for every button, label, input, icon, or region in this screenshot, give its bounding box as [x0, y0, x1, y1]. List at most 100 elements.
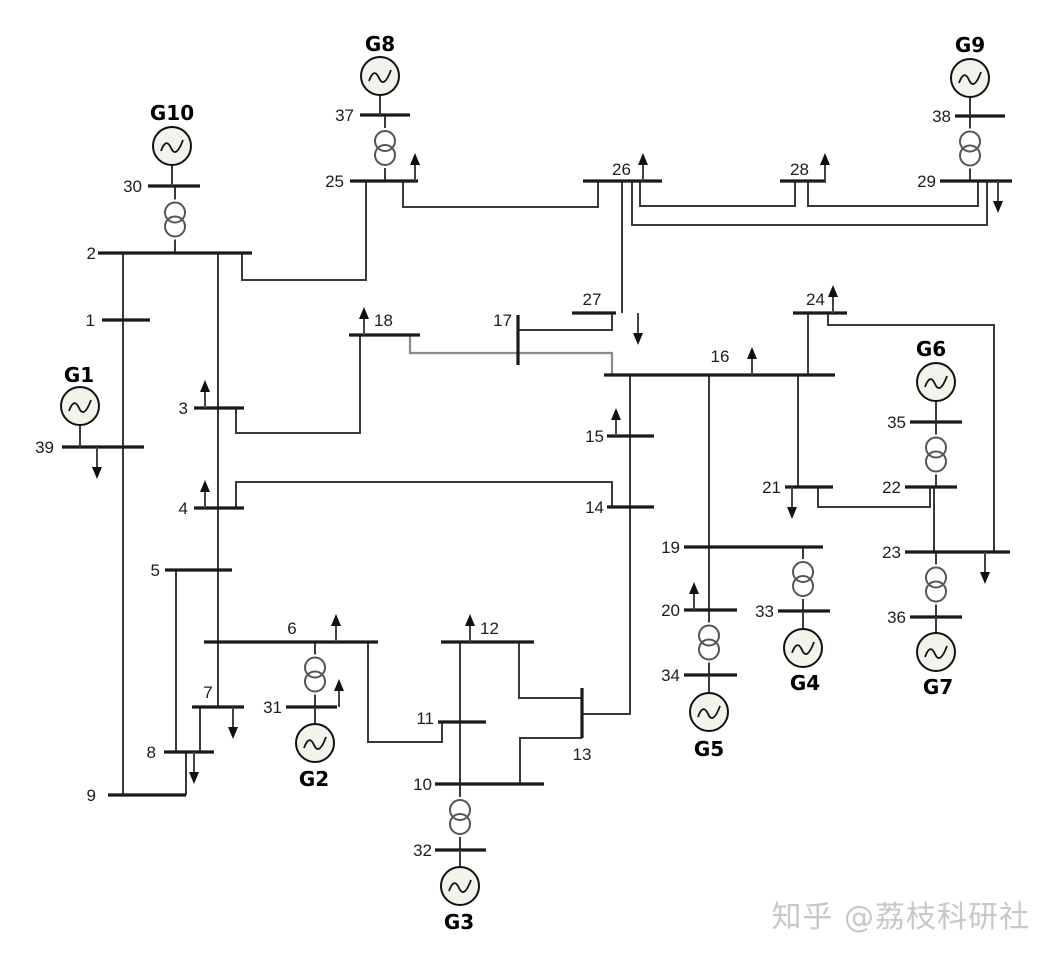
bus-label-10: 10 [413, 775, 432, 794]
transformer-winding-icon [925, 436, 947, 459]
bus-label-15: 15 [585, 427, 604, 446]
line-10-13 [519, 737, 582, 784]
sine-wave-icon [160, 139, 184, 153]
bus-label-6: 6 [287, 619, 296, 638]
bus-label-17: 17 [493, 311, 512, 330]
transformer-winding-icon [304, 670, 326, 693]
transformer-winding-icon [304, 656, 326, 679]
generator-label: G9 [955, 33, 985, 57]
transformer-winding-icon [449, 799, 471, 821]
transformer-winding-icon [792, 561, 814, 583]
bus-label-37: 37 [335, 106, 354, 125]
bus-label-36: 36 [887, 608, 906, 627]
line-4-14 [235, 481, 613, 508]
generator-icon [152, 126, 192, 166]
bus-label-18: 18 [374, 311, 393, 330]
load-arrow-icon [611, 408, 621, 436]
sine-wave-icon [368, 69, 392, 83]
bus-label-33: 33 [755, 602, 774, 621]
bus-label-16: 16 [711, 347, 730, 366]
line-28-29 [807, 181, 979, 207]
generator-label: G10 [150, 101, 194, 125]
load-arrow-icon [92, 447, 102, 479]
load-arrow-icon [228, 707, 238, 739]
line-26-28 [639, 181, 796, 207]
loads [92, 153, 1003, 784]
bus-label-38: 38 [932, 107, 951, 126]
line-2-25 [241, 181, 367, 281]
load-arrow-icon [787, 487, 797, 519]
bus-label-13: 13 [573, 745, 592, 764]
transformer-winding-icon [959, 130, 981, 153]
bus-label-28: 28 [790, 160, 809, 179]
bus-label-22: 22 [882, 478, 901, 497]
bus-label-39: 39 [35, 438, 54, 457]
generator-g5: G5 [689, 675, 729, 761]
transformer-winding-icon [698, 638, 720, 661]
sine-wave-icon [697, 705, 721, 719]
load-arrow-icon [747, 347, 757, 375]
bus-label-34: 34 [661, 666, 680, 685]
generator-g6: G6 [916, 337, 956, 422]
generator-label: G5 [694, 737, 724, 761]
transformer-winding-icon [374, 130, 396, 152]
line-16-17 [518, 351, 614, 375]
load-arrow-icon [410, 153, 420, 181]
transformer-winding-icon [925, 580, 947, 603]
load-arrow-icon [820, 153, 830, 181]
generator-label: G4 [790, 671, 820, 695]
transformer-36-23 [925, 552, 947, 617]
transformer-30-2 [164, 186, 186, 253]
load-arrow-icon [689, 582, 699, 610]
bus-label-26: 26 [612, 160, 631, 179]
load-arrow-icon [200, 480, 210, 508]
bus-label-11: 11 [416, 709, 434, 728]
bus-label-12: 12 [480, 619, 499, 638]
line-23-24 [827, 313, 995, 552]
bus-label-21: 21 [762, 478, 781, 497]
line-6-11 [367, 642, 443, 743]
line-12-13 [518, 642, 582, 699]
sine-wave-icon [68, 399, 92, 413]
line-26-29 [631, 181, 988, 226]
load-arrow-icon [638, 153, 648, 181]
bus-label-30: 30 [123, 177, 142, 196]
generator-g3: G3 [440, 850, 480, 934]
load-arrow-icon [980, 552, 990, 584]
generator-label: G7 [923, 675, 953, 699]
load-arrow-icon [334, 679, 344, 707]
generator-icon [950, 58, 990, 98]
line-17-27 [518, 313, 613, 331]
bus-label-32: 32 [413, 841, 432, 860]
bus-label-35: 35 [887, 413, 906, 432]
transformer-winding-icon [925, 450, 947, 473]
transformer-winding-icon [374, 144, 396, 166]
generator-icon [916, 632, 956, 672]
load-arrow-icon [331, 614, 341, 642]
generator-g9: G9 [950, 33, 990, 116]
line-25-26 [402, 181, 599, 208]
buses [62, 113, 1012, 852]
bus-label-3: 3 [179, 399, 188, 418]
transformer-winding-icon [792, 575, 814, 597]
transformer-38-29 [959, 116, 981, 181]
load-arrow-icon [633, 313, 643, 345]
transformer-winding-icon [449, 813, 471, 835]
sine-wave-icon [791, 641, 815, 655]
sine-wave-icon [924, 375, 948, 389]
load-arrow-icon [359, 307, 369, 335]
bus-label-14: 14 [585, 498, 604, 517]
bus-label-25: 25 [325, 172, 344, 191]
transformers [164, 115, 981, 850]
bus-label-4: 4 [179, 499, 188, 518]
bus-label-23: 23 [882, 543, 901, 562]
sine-wave-icon [924, 645, 948, 659]
transformer-37-25 [374, 115, 396, 181]
generator-label: G3 [444, 910, 474, 934]
bus-label-1: 1 [86, 311, 95, 330]
bus-label-29: 29 [917, 172, 936, 191]
generator-label: G2 [299, 767, 329, 791]
bus-label-31: 31 [263, 698, 282, 717]
generator-label: G6 [916, 337, 946, 361]
